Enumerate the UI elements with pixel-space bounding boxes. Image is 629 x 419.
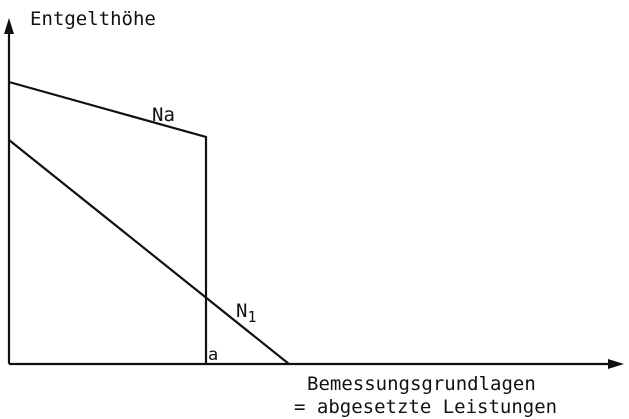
curve-na-label: Na bbox=[152, 104, 175, 126]
x-axis-arrow bbox=[608, 359, 624, 369]
curve-n1 bbox=[8, 139, 290, 365]
x-axis-label-line2: = abgesetzte Leistungen bbox=[294, 396, 557, 418]
curve-n1-label-subscript: 1 bbox=[247, 308, 256, 326]
threshold-label: a bbox=[208, 345, 218, 365]
x-axis-label-line1: Bemessungsgrundlagen bbox=[307, 373, 536, 395]
y-axis-label: Entgelthöhe bbox=[30, 8, 156, 30]
y-axis-arrow bbox=[4, 18, 14, 34]
curve-n1-label-main: N bbox=[236, 300, 247, 322]
curve-n1-label: N1 bbox=[236, 300, 256, 326]
curve-na bbox=[8, 80, 208, 364]
